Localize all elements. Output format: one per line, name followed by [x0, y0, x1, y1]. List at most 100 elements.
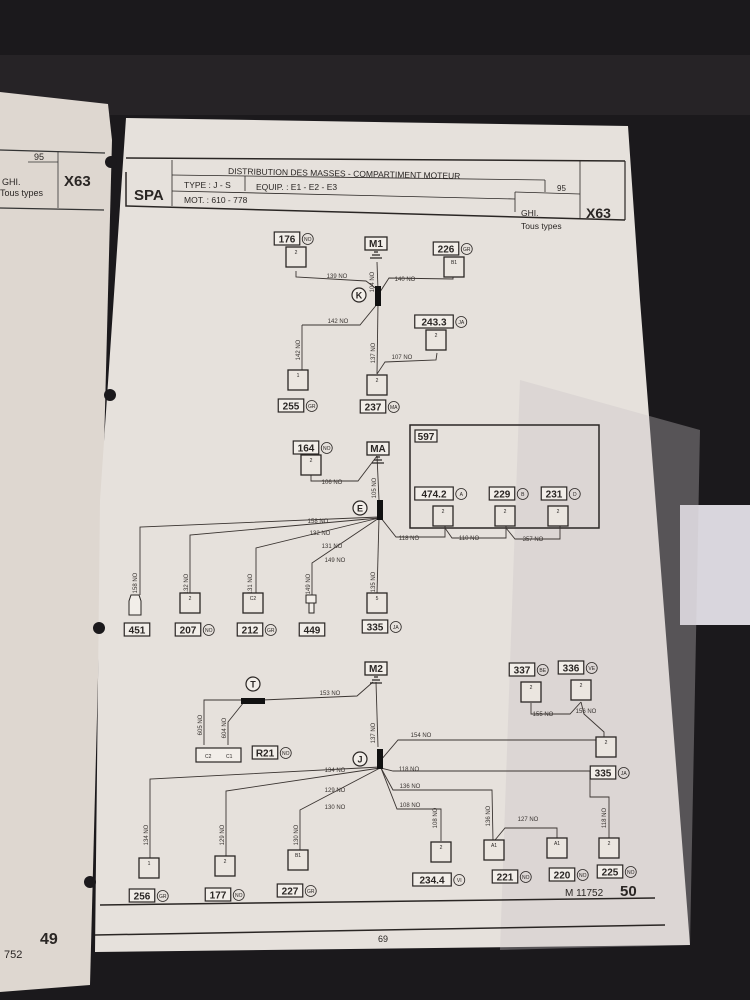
- wire-w106: [310, 455, 378, 482]
- component-number-box: [273, 231, 301, 246]
- color-code-marker: [453, 874, 466, 886]
- component-number: 234.4: [419, 876, 444, 887]
- right-page: [95, 118, 690, 952]
- pin-label: A1: [491, 843, 497, 849]
- ground-label: M1: [369, 239, 383, 250]
- wire-label: 129 NO: [220, 824, 226, 845]
- color-code-marker: [305, 400, 318, 412]
- left-doc-fragment: 752: [4, 949, 22, 961]
- ground-icon: [370, 676, 382, 684]
- color-code-marker: [460, 243, 473, 255]
- module-label-box: [414, 429, 438, 443]
- color-code: JA: [458, 320, 465, 326]
- component-number-box: [361, 619, 389, 634]
- splice-icon: [377, 500, 383, 520]
- binder-tab: [680, 505, 750, 625]
- color-code-marker: [516, 488, 529, 500]
- color-code-marker: [301, 233, 314, 245]
- left-page-header: 95 GHI. Tous types X63 752 49: [0, 149, 106, 961]
- component-number: 335: [367, 623, 384, 634]
- splice-label: E: [357, 504, 363, 514]
- wire-label: 118 NO: [399, 767, 420, 773]
- splice-icon: [375, 286, 381, 306]
- component-number: 176: [279, 235, 296, 246]
- wire-label: 357 NO: [523, 537, 544, 543]
- pin-label: B1: [451, 260, 457, 266]
- splice-j: J: [352, 749, 383, 769]
- component-box: [138, 857, 160, 879]
- component-number-box: [236, 622, 264, 637]
- component-number-box: [251, 745, 279, 760]
- binder-holes: [84, 156, 117, 888]
- wire-w155: [530, 701, 582, 715]
- wire-label: 127 NO: [518, 817, 539, 823]
- pin-label: 2: [435, 333, 438, 339]
- wire-label: 131 NO: [248, 573, 254, 594]
- color-code-marker: [617, 767, 630, 779]
- wire-w135: [376, 517, 380, 595]
- splice-k: K: [351, 286, 381, 306]
- wire-label: 154 NO: [411, 733, 432, 739]
- color-code-marker: [264, 624, 277, 636]
- wire-label: 131 NO: [322, 544, 343, 550]
- wire-label: 134 NO: [325, 768, 346, 774]
- component-box: [300, 454, 322, 476]
- component-number-box: [412, 872, 452, 887]
- component-box: [443, 256, 465, 278]
- color-code: NO: [304, 237, 312, 243]
- header-vehicle: GHI.: [521, 208, 538, 218]
- bottom-rule: [94, 924, 666, 936]
- wire-label: 132 NO: [184, 573, 190, 594]
- ground-icon: [372, 456, 384, 464]
- header-code: X63: [586, 205, 611, 221]
- wire-label: 137 NO: [371, 342, 377, 363]
- pin-label: 2: [224, 859, 227, 865]
- equip-field: EQUIP. : E1 - E2 - E3: [256, 182, 337, 192]
- ground-label-box: [364, 236, 388, 251]
- wire-label: 605 NO: [198, 714, 204, 735]
- left-types: Tous types: [0, 188, 44, 198]
- wire-w131: [255, 517, 380, 595]
- color-code: BE: [539, 668, 546, 674]
- wire-label: 149 NO: [325, 558, 346, 564]
- plug-connector-icon: [305, 594, 317, 614]
- left-code: X63: [64, 173, 91, 190]
- color-code-marker: [455, 488, 468, 500]
- splice-marker: [245, 676, 261, 692]
- component-number-box: [277, 398, 305, 413]
- wire-w127: [494, 827, 558, 841]
- motor-field: MOT. : 610 - 778: [184, 195, 248, 205]
- component-c449: 449: [298, 594, 326, 637]
- splice-e: E: [352, 500, 383, 520]
- component-number-box: [298, 622, 326, 637]
- pin-label: 2: [580, 683, 583, 689]
- wire-w604: [227, 701, 245, 745]
- wire-w118b: [380, 767, 610, 838]
- color-code: GR: [308, 404, 316, 410]
- component-number: 335: [595, 769, 612, 780]
- pin-label: 2: [608, 841, 611, 847]
- component-number: 451: [129, 626, 146, 637]
- component-box: [595, 736, 617, 758]
- wire-label: 130 NO: [325, 805, 346, 811]
- color-code: D: [573, 492, 577, 498]
- module-597: 597: [414, 429, 438, 443]
- component-number: 256: [134, 892, 151, 903]
- wire-w137b: [375, 681, 379, 748]
- component-number: 164: [298, 444, 315, 455]
- component-number-box: [432, 241, 460, 256]
- component-box: [483, 839, 505, 861]
- color-code: NO: [579, 873, 587, 879]
- module-597-frame: [409, 424, 600, 529]
- wire-label: 108 NO: [433, 807, 439, 828]
- left-vehicle: GHI.: [2, 177, 21, 187]
- wire-label: 132 NO: [310, 531, 331, 537]
- pin-label: 2: [504, 509, 507, 515]
